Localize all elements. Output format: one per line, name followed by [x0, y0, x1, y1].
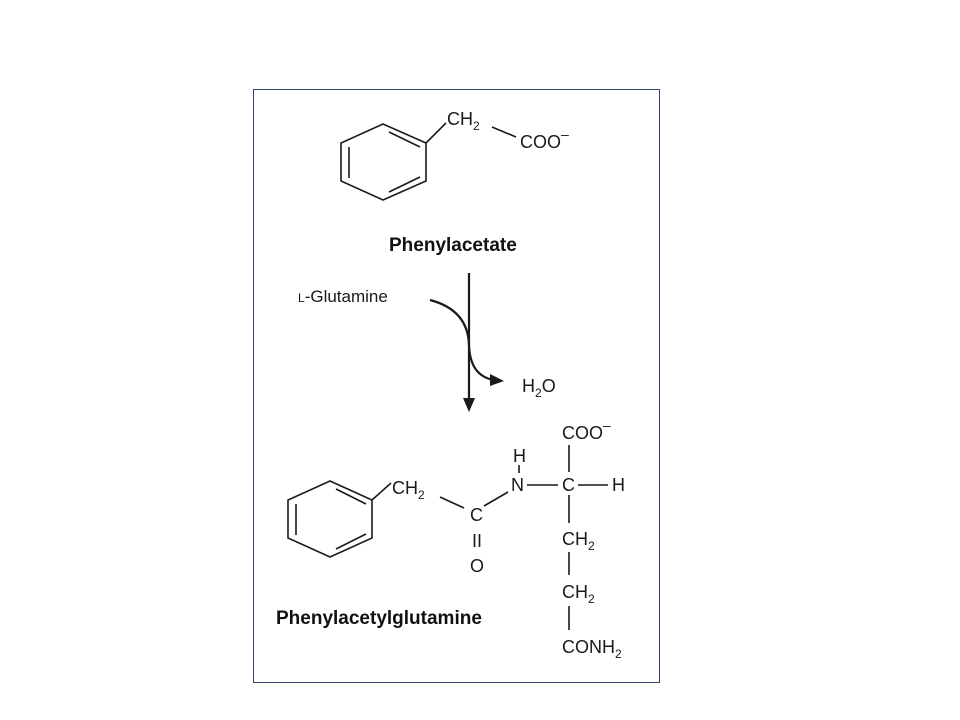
amide-nitrogen-label: N [511, 475, 524, 495]
sidechain-ch2-a-label: CH2 [562, 529, 595, 553]
carbonyl-carbon-label: C [470, 505, 483, 525]
reactant-ch2-label: CH2 [447, 109, 480, 133]
sidechain-ch2-b-label: CH2 [562, 582, 595, 606]
reactant-ch2-coo-bond [491, 126, 517, 138]
reagent-label: L-Glutamine [298, 287, 388, 306]
product-ring-ch2-bond [371, 482, 392, 501]
terminal-amide-label: CONH2 [562, 637, 622, 661]
alpha-hydrogen-label: H [612, 475, 625, 495]
amide-hydrogen-label: H [513, 446, 526, 466]
side-arrow-head [490, 374, 504, 386]
reaction-diagram: CH2 COO– Phenylacetate L-Glutamine H2O C… [276, 109, 625, 661]
reactant-carboxylate-label: COO– [520, 126, 569, 152]
carbonyl-oxygen-label: O [470, 556, 484, 576]
figure-frame: CH2 COO– Phenylacetate L-Glutamine H2O C… [253, 89, 660, 683]
side-reaction-curve [429, 298, 495, 382]
reactant-ring-ch2-bond [425, 122, 447, 144]
product-ch2-label: CH2 [392, 478, 425, 502]
product-name: Phenylacetylglutamine [276, 608, 482, 629]
reactant-benzene-ring [340, 123, 427, 201]
reactant-name: Phenylacetate [389, 235, 517, 256]
product-ch2-carbonyl-bond [439, 496, 465, 509]
product-benzene-ring [287, 480, 373, 558]
main-arrow-head [463, 398, 475, 412]
byproduct-water-label: H2O [522, 376, 556, 400]
carbonyl-double-bond: II [472, 531, 482, 551]
carbonyl-amide-bond [483, 491, 509, 507]
alpha-carbon-label: C [562, 475, 575, 495]
product-carboxylate-label: COO– [562, 417, 611, 443]
